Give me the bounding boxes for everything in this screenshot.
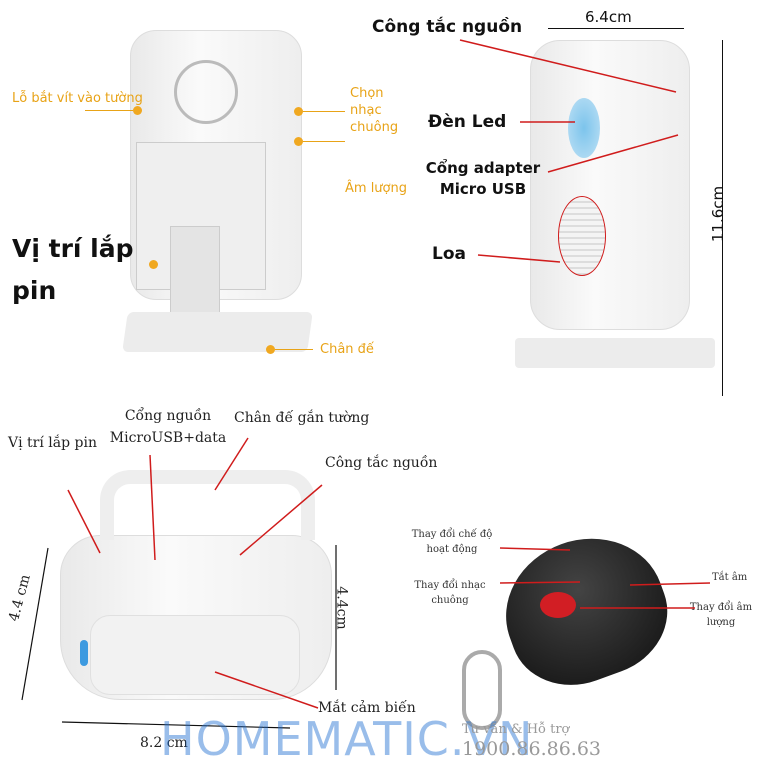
brand-watermark: HOMEMATIC.VN [160,712,534,766]
label-power-switch: Công tắc nguồn [372,17,523,37]
width-dimension: 6.4cm [585,8,632,26]
speaker-image [558,196,606,276]
label-sensor-power-switch: Công tắc nguồn [325,455,438,471]
label-mode: Thay đổi chế độ hoạt động [411,529,493,555]
led-light [568,98,600,158]
keychain-ring [462,650,502,730]
label-battery: Vị trí lắp pin [12,234,134,305]
label-volume: Âm lượng [345,181,407,196]
label-ringtone: Chọn nhạc chuông [350,86,399,135]
label-mute: Tắt âm [712,572,748,583]
label-remote-volume: Thay đổi âm lượng [689,602,753,628]
label-remote-ringtone: Thay đổi nhạc chuông [414,580,486,606]
label-adapter: Cổng adapter Micro USB [425,159,541,198]
sensor-window [90,615,300,695]
label-power-port: Cổng nguồn MicroUSB+data [109,408,227,446]
label-speaker: Loa [432,244,466,264]
wall-mount-bracket [100,470,315,540]
label-wall-mount: Chân đế gắn tường [234,410,370,426]
speaker-grill [174,60,238,124]
marker-dot [133,106,142,115]
sensor-width: 8.2 cm [140,735,188,751]
label-stand: Chân đế [320,342,374,357]
support-text: Tư vấn & Hỗ trợ [462,722,570,737]
label-led: Đèn Led [428,112,507,132]
label-sensor-battery: Vị trí lắp pin [8,435,97,451]
status-led [80,640,88,666]
front-stand [515,338,715,368]
support-phone: 1900.86.86.63 [462,738,602,760]
label-sensor-eye: Mắt cảm biến [318,700,416,716]
label-screw-hole: Lỗ bắt vít vào tường [12,91,143,106]
volume-button [540,592,576,618]
